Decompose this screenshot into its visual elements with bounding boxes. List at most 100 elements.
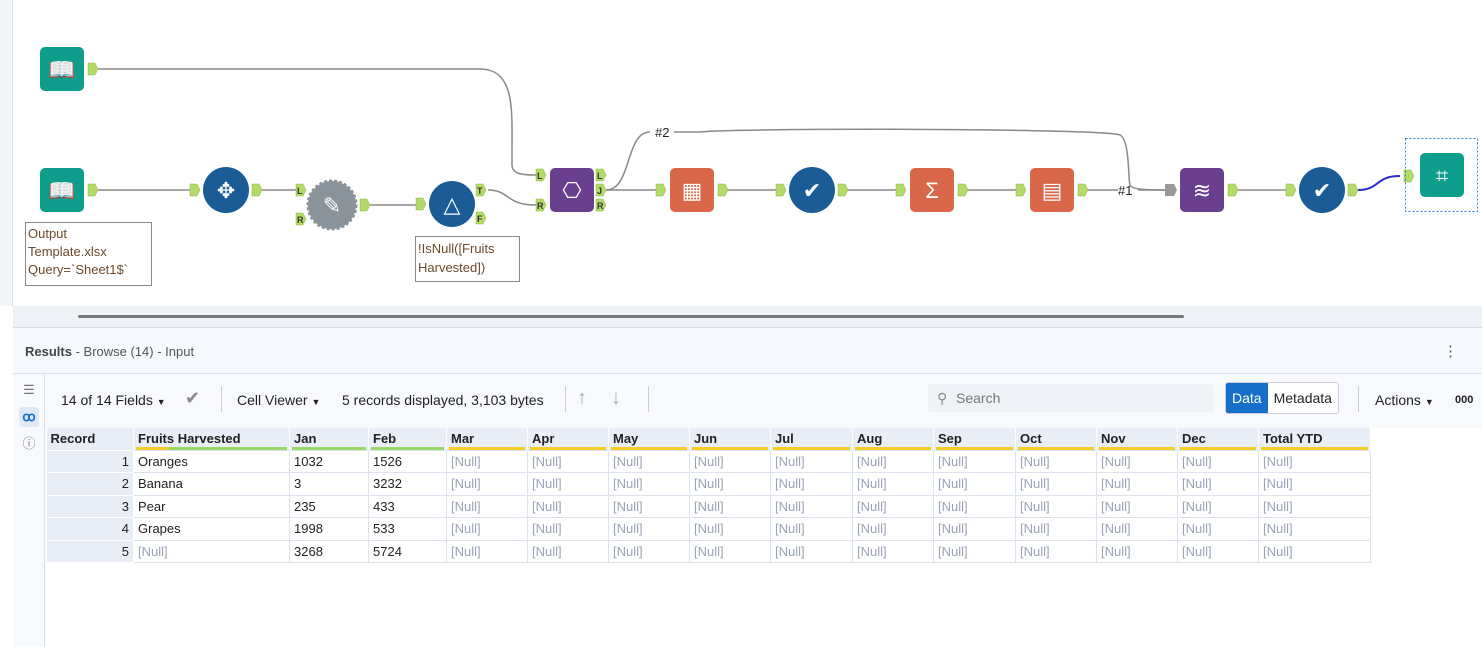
connection-port[interactable] xyxy=(359,198,371,212)
table-cell[interactable]: [Null] xyxy=(770,472,853,496)
connection-port[interactable] xyxy=(1077,183,1089,197)
column-header[interactable]: Aug xyxy=(852,428,934,450)
cell-viewer-dropdown[interactable]: Cell Viewer ▼ xyxy=(237,392,321,408)
table-cell[interactable]: Pear xyxy=(133,494,290,518)
autofield-tool[interactable]: ✔ xyxy=(775,167,849,213)
table-cell[interactable]: [Null] xyxy=(608,539,690,563)
record-number[interactable]: 3 xyxy=(46,494,134,518)
table-cell[interactable]: [Null] xyxy=(446,472,528,496)
autofield-tool-2[interactable]: ✔ xyxy=(1285,167,1359,213)
filter-tool[interactable]: △ xyxy=(415,181,475,227)
help-icon[interactable]: ⓘ xyxy=(22,436,36,451)
table-cell[interactable]: [Null] xyxy=(446,539,528,563)
connection-port[interactable] xyxy=(717,183,729,197)
connection-port[interactable] xyxy=(837,183,849,197)
table-cell[interactable]: [Null] xyxy=(689,517,771,541)
connection-port[interactable]: L xyxy=(535,168,547,182)
table-cell[interactable]: [Null] xyxy=(1258,539,1371,563)
table-cell[interactable]: [Null] xyxy=(1096,517,1178,541)
connection-port[interactable] xyxy=(87,183,99,197)
table-cell[interactable]: [Null] xyxy=(1177,539,1259,563)
table-cell[interactable]: [Null] xyxy=(852,539,934,563)
table-cell[interactable]: [Null] xyxy=(1096,449,1178,473)
table-cell[interactable]: Grapes xyxy=(133,517,290,541)
table-cell[interactable]: [Null] xyxy=(527,472,609,496)
column-header[interactable]: Jan xyxy=(289,428,369,450)
connection-port[interactable] xyxy=(1285,183,1297,197)
crosstab-tool[interactable]: ▦ xyxy=(655,168,729,212)
connection-port[interactable] xyxy=(895,183,907,197)
connection-port[interactable] xyxy=(775,183,787,197)
connection-port[interactable] xyxy=(189,183,201,197)
connection-port[interactable] xyxy=(251,183,263,197)
table-cell[interactable]: [Null] xyxy=(852,472,934,496)
table-cell[interactable]: [Null] xyxy=(689,494,771,518)
table-cell[interactable]: 1032 xyxy=(289,449,369,473)
column-header[interactable]: Dec xyxy=(1177,428,1259,450)
table-cell[interactable]: 3232 xyxy=(368,472,447,496)
column-header[interactable]: Jun xyxy=(689,428,771,450)
table-cell[interactable]: 1526 xyxy=(368,449,447,473)
table-cell[interactable]: [Null] xyxy=(1258,472,1371,496)
table-cell[interactable]: [Null] xyxy=(1096,494,1178,518)
record-number[interactable]: 1 xyxy=(46,449,134,473)
table-cell[interactable]: [Null] xyxy=(933,517,1016,541)
table-cell[interactable]: [Null] xyxy=(689,539,771,563)
column-header[interactable]: Feb xyxy=(368,428,447,450)
connection-port[interactable]: L xyxy=(595,168,607,182)
table-cell[interactable]: [Null] xyxy=(608,494,690,518)
table-cell[interactable]: [Null] xyxy=(933,494,1016,518)
table-cell[interactable]: [Null] xyxy=(770,494,853,518)
connection-port[interactable] xyxy=(1347,183,1359,197)
table-cell[interactable]: [Null] xyxy=(933,539,1016,563)
connection-port[interactable] xyxy=(415,197,427,211)
table-cell[interactable]: [Null] xyxy=(770,539,853,563)
union-tool[interactable]: ≋ xyxy=(1180,168,1239,212)
table-cell[interactable]: 5724 xyxy=(368,539,447,563)
connection-port[interactable]: R xyxy=(535,198,547,212)
connection-port[interactable]: J xyxy=(595,183,607,197)
table-cell[interactable]: [Null] xyxy=(933,449,1016,473)
table-cell[interactable]: [Null] xyxy=(1096,539,1178,563)
table-cell[interactable]: [Null] xyxy=(527,539,609,563)
table-cell[interactable]: 3 xyxy=(289,472,369,496)
column-header[interactable]: Sep xyxy=(933,428,1016,450)
column-header[interactable]: Nov xyxy=(1096,428,1178,450)
select-tool[interactable]: ✥ xyxy=(189,167,263,213)
table-cell[interactable]: 533 xyxy=(368,517,447,541)
input-data-tool-template[interactable]: 📖 xyxy=(40,47,99,91)
table-cell[interactable]: [Null] xyxy=(527,449,609,473)
table-cell[interactable]: 235 xyxy=(289,494,369,518)
table-cell[interactable]: [Null] xyxy=(527,494,609,518)
table-cell[interactable]: [Null] xyxy=(446,449,528,473)
join-tool[interactable]: ⎔ xyxy=(550,168,594,212)
column-header[interactable]: Apr xyxy=(527,428,609,450)
table-cell[interactable]: [Null] xyxy=(527,517,609,541)
table-cell[interactable]: [Null] xyxy=(1015,472,1097,496)
connection-port[interactable] xyxy=(1403,169,1415,183)
table-cell[interactable]: [Null] xyxy=(1015,517,1097,541)
connection-port[interactable]: R xyxy=(295,212,307,226)
connection-port[interactable]: R xyxy=(595,198,607,212)
table-cell[interactable]: [Null] xyxy=(1015,494,1097,518)
connection-port[interactable] xyxy=(1227,183,1239,197)
table-cell[interactable]: [Null] xyxy=(852,449,934,473)
table-cell[interactable]: [Null] xyxy=(1015,449,1097,473)
table-cell[interactable]: [Null] xyxy=(608,449,690,473)
record-number[interactable]: 4 xyxy=(46,517,134,541)
connection-port[interactable]: L xyxy=(295,183,307,197)
table-cell[interactable]: [Null] xyxy=(1258,449,1371,473)
actions-dropdown[interactable]: Actions ▼ xyxy=(1375,392,1434,408)
table-cell[interactable]: [Null] xyxy=(689,449,771,473)
record-number[interactable]: 2 xyxy=(46,472,134,496)
more-options-icon[interactable]: ⋮ xyxy=(1443,343,1458,360)
multi-input-port[interactable] xyxy=(1165,184,1177,196)
table-cell[interactable]: [Null] xyxy=(689,472,771,496)
connection-port[interactable] xyxy=(1015,183,1027,197)
connection-port[interactable]: T xyxy=(475,183,487,197)
